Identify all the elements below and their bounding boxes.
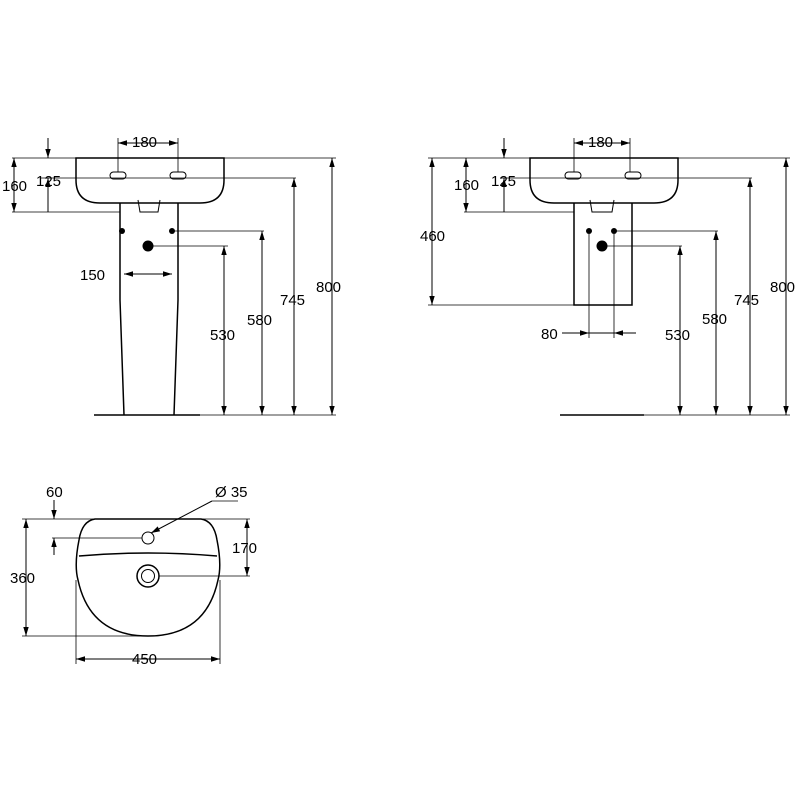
dim-label-170: 170	[232, 540, 257, 557]
tap-hole	[141, 531, 155, 545]
dim-label-360: 360	[10, 570, 35, 587]
dim-label-580: 580	[247, 312, 272, 329]
tap-slot-left	[564, 171, 582, 180]
dim-label-180: 180	[132, 134, 157, 151]
semi-pedestal-elevation: 180 125 160 460 80 530 580 745 800	[420, 134, 795, 416]
basin-outline	[529, 157, 679, 204]
dim-label-745: 745	[280, 292, 305, 309]
dim-label-150: 150	[80, 267, 105, 284]
dim-label-diameter-35: Ø 35	[215, 484, 248, 501]
basin-outline	[75, 157, 225, 204]
dim-label-745: 745	[734, 292, 759, 309]
waste-outlet-plan	[136, 564, 160, 588]
dim-label-60: 60	[46, 484, 63, 501]
fixing-point-left	[586, 228, 592, 234]
dim-label-530: 530	[665, 327, 690, 344]
dim-label-800: 800	[316, 279, 341, 296]
pedestal-elevation: 180 125 160 150 530 580 745 800	[2, 134, 341, 416]
fixing-point-left	[119, 228, 125, 234]
dim-label-160: 160	[454, 177, 479, 194]
dim-label-125: 125	[491, 173, 516, 190]
semi-pedestal	[573, 203, 633, 306]
dim-label-180: 180	[588, 134, 613, 151]
plan-view: 60 Ø 35 170 360 450	[10, 484, 257, 668]
dim-label-530: 530	[210, 327, 235, 344]
dim-label-160: 160	[2, 178, 27, 195]
basin-plan-outline	[75, 518, 221, 637]
pedestal-column	[119, 203, 179, 416]
dim-label-450: 450	[132, 651, 157, 668]
tap-slot-right	[624, 171, 642, 180]
dim-label-80: 80	[541, 326, 558, 343]
dim-label-800: 800	[770, 279, 795, 296]
dim-label-460: 460	[420, 228, 445, 245]
dim-label-125: 125	[36, 173, 61, 190]
dim-label-580: 580	[702, 311, 727, 328]
